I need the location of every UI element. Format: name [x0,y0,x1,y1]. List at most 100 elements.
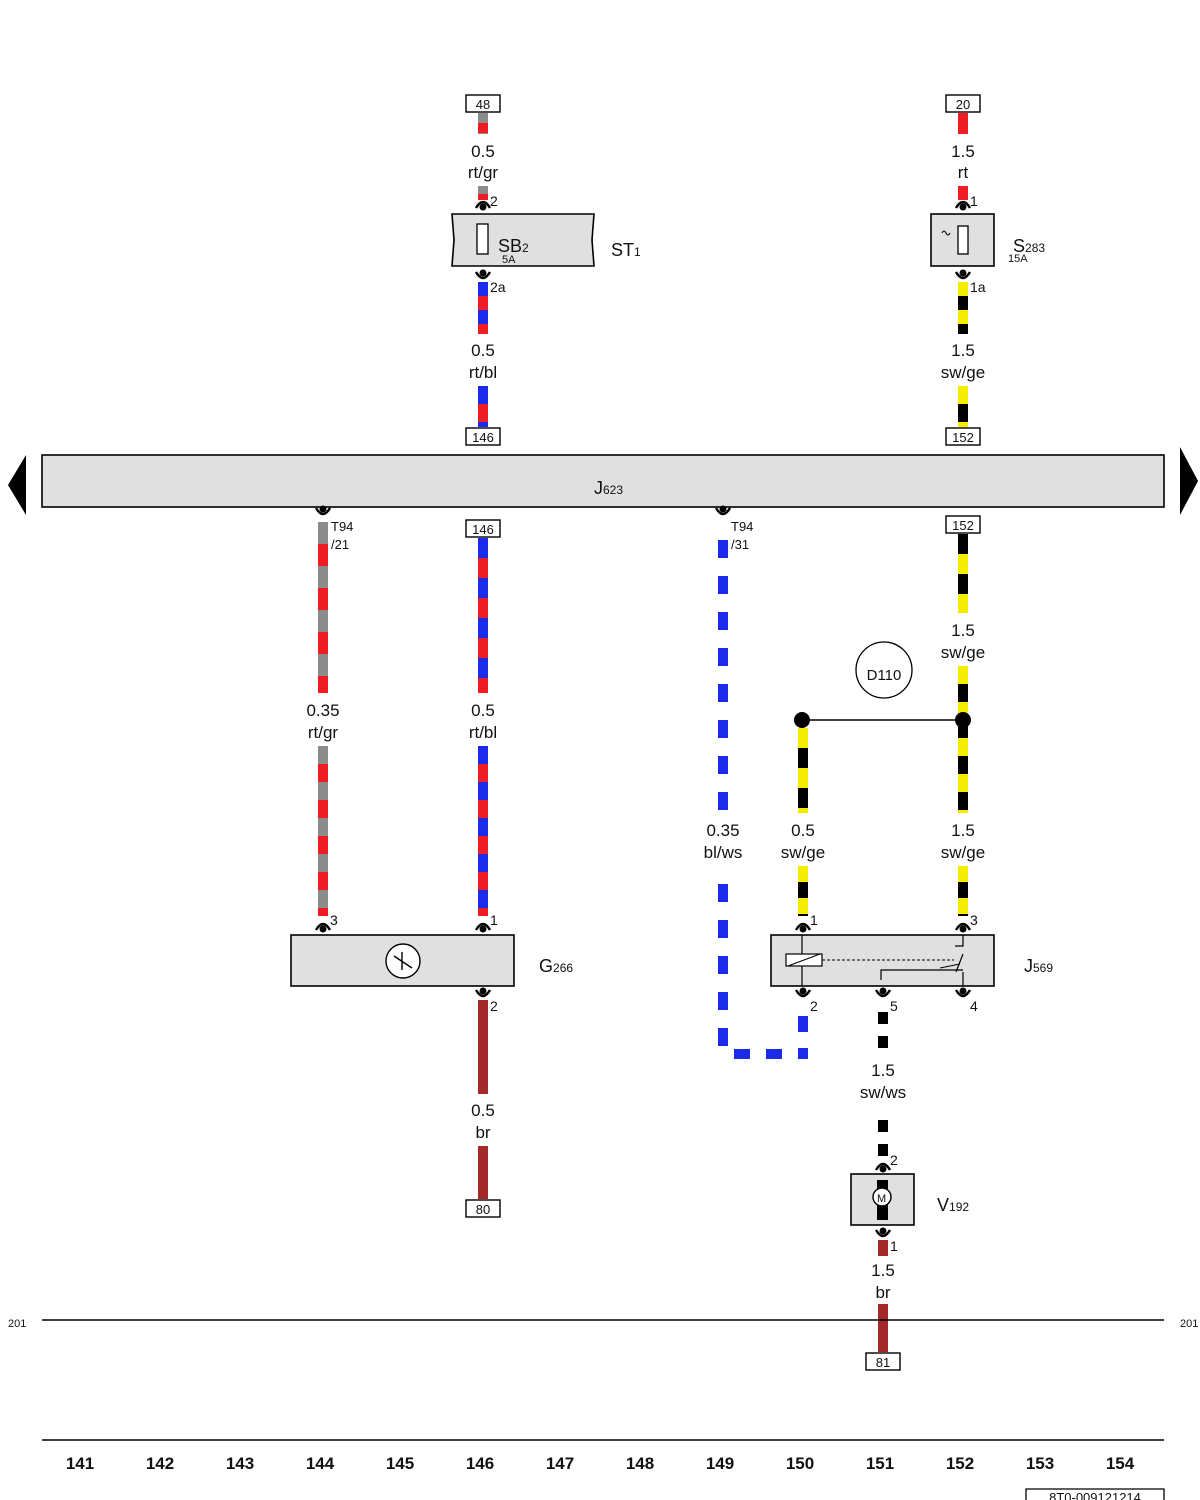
wire-stripe [958,882,968,898]
wire-segment[interactable] [878,1304,888,1352]
column-number: 149 [706,1454,734,1473]
svg-text:48: 48 [476,97,490,112]
pin-terminal-arc [474,200,492,209]
wire-segment[interactable] [958,113,968,134]
svg-text:80: 80 [476,1202,490,1217]
wire-color: br [875,1283,890,1302]
ref-box-80[interactable]: 80 [465,1199,501,1218]
splice-dot-left [794,712,810,728]
ground-ref-right: 201 [1180,1318,1198,1330]
wire-segment[interactable] [478,746,488,916]
connector-tags: T94 /21 T94 /31 [331,519,753,552]
pin-label: 1 [490,912,498,928]
wire-stripe [958,914,968,916]
ref-box-146-top[interactable]: 146 [465,427,501,446]
column-number: 150 [786,1454,814,1473]
pin-terminal-dot [319,925,327,933]
pin-terminal-arc [954,200,972,209]
wire-stripe [798,748,808,768]
arrow-right-icon[interactable] [1180,447,1198,515]
wire-stripe [718,792,728,810]
pin-terminal-dot [959,925,967,933]
wire-size: 1.5 [951,621,975,640]
svg-text:20: 20 [956,97,970,112]
pin-terminal-dot [319,505,327,513]
wire-size: 1.5 [951,821,975,840]
pin-terminal-arc [794,989,812,998]
column-number: 154 [1106,1454,1135,1473]
ref-box-146-bottom[interactable]: 146 [465,519,501,538]
wire-stripe [478,194,488,200]
column-number: 145 [386,1454,414,1473]
doc-id-frame [1025,1488,1165,1500]
column-number: 152 [946,1454,974,1473]
wire-size: 0.5 [471,341,495,360]
wire-labels: 0.5 rt/gr 1.5 rt 0.5 rt/bl 1.5 sw/ge 0.3… [306,142,985,1302]
pin-label: 3 [970,912,978,928]
column-number: 151 [866,1454,894,1473]
ref-box-48[interactable]: 48 [465,94,501,113]
pin-terminal-arc [794,922,812,931]
motor-icon [872,1187,892,1207]
ref-box-20[interactable]: 20 [945,94,981,113]
sb2-label: SB2 [498,236,529,256]
st1-label: ST1 [611,240,641,260]
wire-stripe [878,1132,888,1144]
wire-segment[interactable] [478,186,488,200]
wire-stripe [718,720,728,738]
wire-stripe [478,638,488,658]
j623-control-unit[interactable] [41,454,1165,508]
wires [318,113,968,1352]
svg-text:152: 152 [952,518,974,533]
pin-terminal-dot [479,987,487,995]
pin-label: 1 [810,912,818,928]
g266-label: G266 [539,956,573,976]
pin-terminal-arc [954,271,972,280]
wire-stripe [318,544,328,566]
ref-box-81[interactable]: 81 [865,1352,901,1371]
wire-segment[interactable] [718,1049,808,1059]
wire-stripe [718,648,728,666]
ref-box-152-bottom[interactable]: 152 [945,515,981,534]
wire-segment[interactable] [318,746,328,916]
wire-stripe [878,1036,888,1048]
wire-stripe [718,956,728,974]
wire-stripe [318,588,328,610]
wire-size: 0.35 [306,701,339,720]
wire-segment[interactable] [478,1000,488,1094]
wire-stripe [878,1156,888,1158]
wire-stripe [958,324,968,334]
column-number: 147 [546,1454,574,1473]
wire-stripe [878,1012,888,1024]
wire-segment[interactable] [878,1240,888,1256]
wire-stripe [318,800,328,818]
wire-size: 0.5 [791,821,815,840]
wire-segment[interactable] [878,1000,888,1054]
svg-text:146: 146 [472,430,494,445]
wire-segment[interactable] [958,186,968,200]
motor-symbol: M [877,1193,886,1205]
pin-terminal-dot [799,987,807,995]
column-number: 141 [66,1454,94,1473]
wire-stripe [318,632,328,654]
pin-terminal-dot [479,925,487,933]
wire-stripe [478,404,488,422]
st1-fuse-holder[interactable] [451,213,595,267]
wire-stripe [478,908,488,916]
wire-segment[interactable] [718,522,728,813]
wire-stripe [798,882,808,898]
wire-segment[interactable] [798,728,808,813]
arrow-left-icon[interactable] [8,455,26,515]
ref-box-152-top[interactable]: 152 [945,427,981,446]
wire-segment[interactable] [478,1146,488,1199]
pin-terminal-dot [479,203,487,211]
connector-t94-31-a: T94 [731,519,753,534]
wire-stripe [718,540,728,558]
column-number: 148 [626,1454,654,1473]
pin-labels: 2 2a 1 1a 3 1 2 1 3 2 5 4 2 1 [330,193,986,1254]
wire-stripe [734,1049,750,1059]
pin-terminal-arc [474,989,492,998]
pin-terminal-arc [954,922,972,931]
wire-color: rt [958,163,969,182]
wire-segment[interactable] [958,666,968,813]
